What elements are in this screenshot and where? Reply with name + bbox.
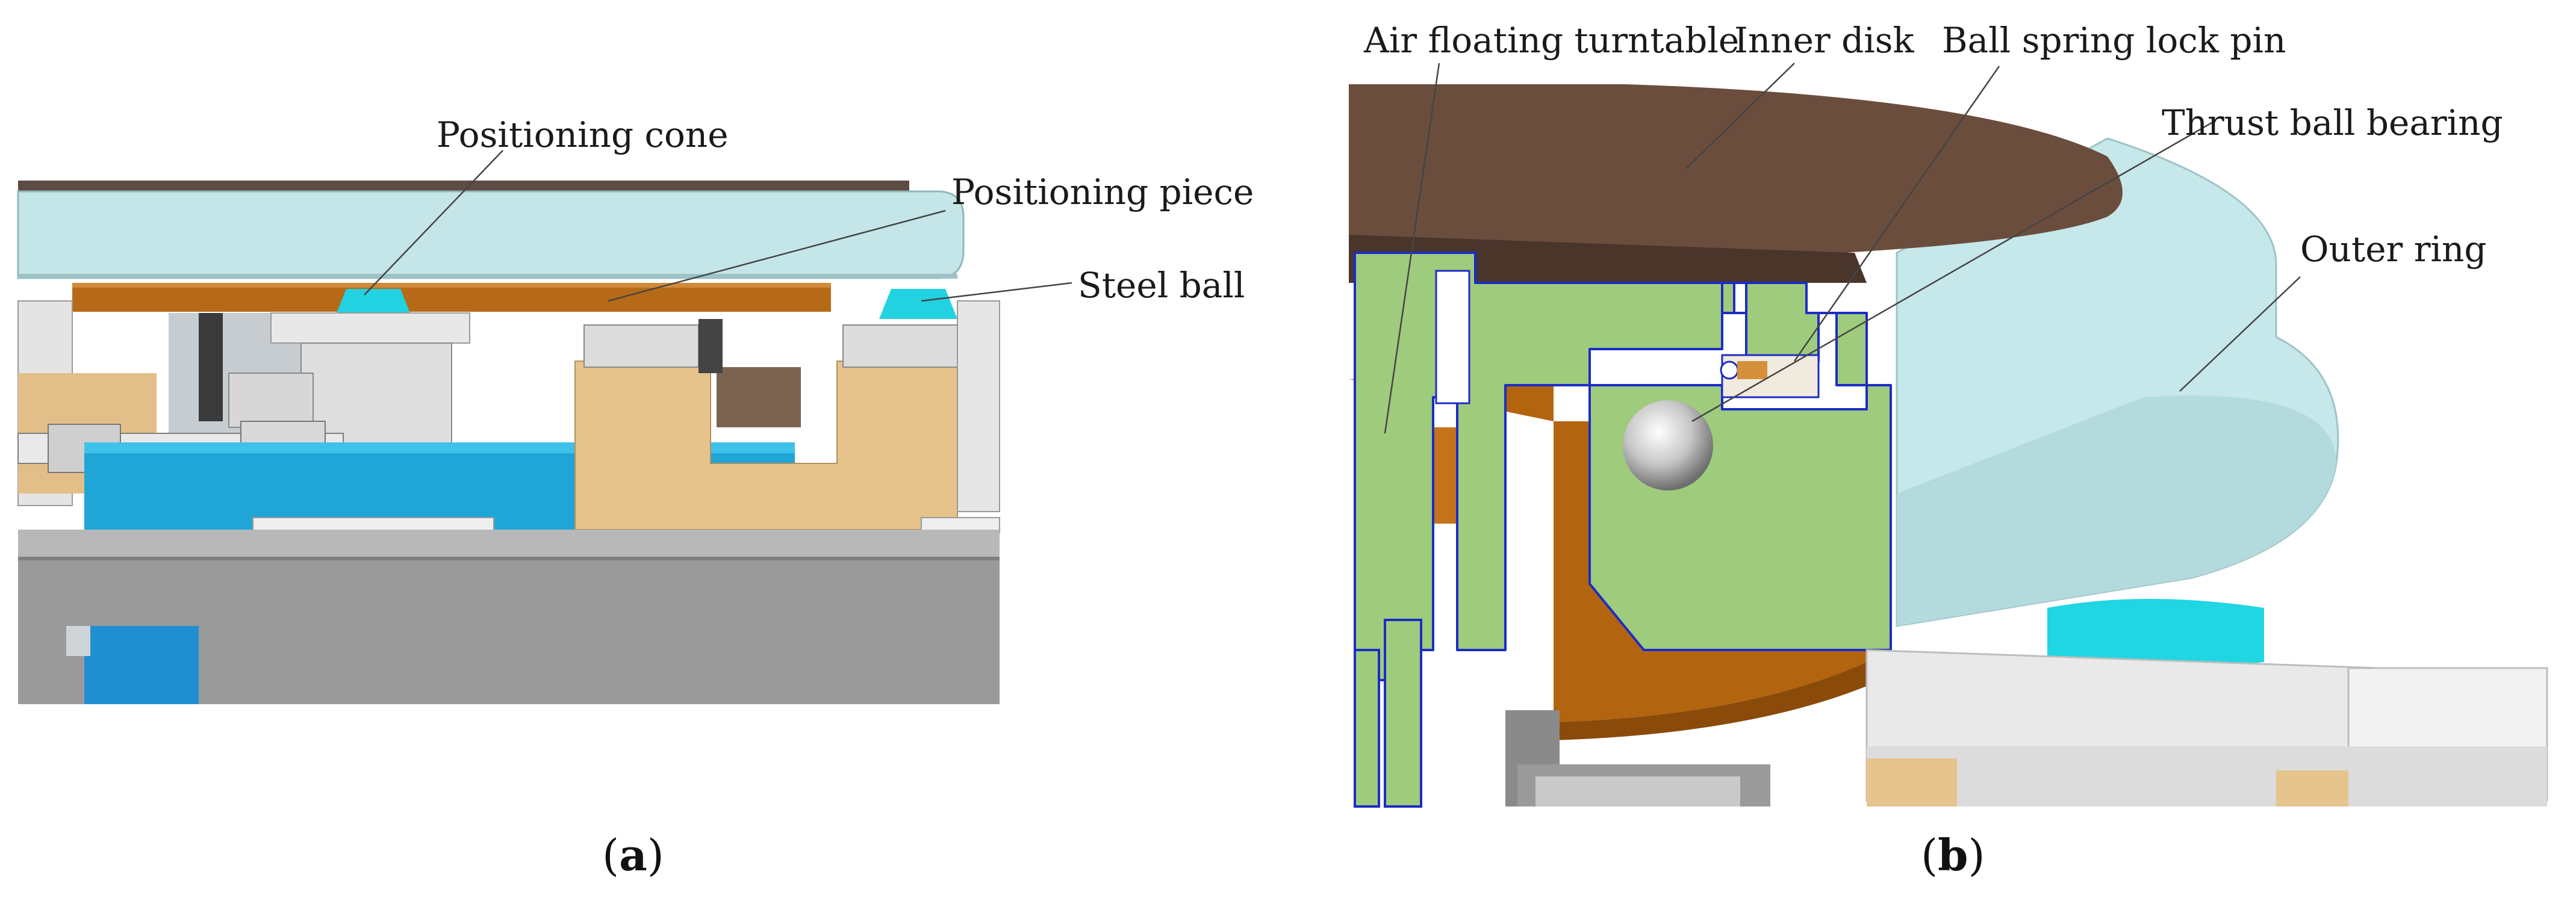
label-positioning-piece: Positioning piece bbox=[951, 172, 1254, 212]
label-steel-ball: Steel ball bbox=[1078, 265, 1245, 306]
leader-ball-spring-lock-pin bbox=[1793, 66, 2000, 362]
caption-panel-b-letter: b bbox=[1938, 829, 1968, 881]
caption-panel-a: (a) bbox=[602, 829, 664, 881]
label-air-floating-turntable: Air floating turntable bbox=[1364, 20, 1740, 61]
caption-panel-a-letter: a bbox=[619, 829, 647, 881]
panel-a-rendering bbox=[17, 175, 1000, 704]
leader-thrust-ball-bearing bbox=[1691, 119, 2217, 423]
panel-b-rendering bbox=[1349, 84, 2548, 808]
leader-steel-ball bbox=[921, 282, 1072, 302]
label-thrust-ball-bearing: Thrust ball bearing bbox=[2162, 102, 2503, 143]
leader-inner-disk bbox=[1685, 63, 1795, 169]
label-ball-spring-lock-pin: Ball spring lock pin bbox=[1942, 20, 2286, 61]
leader-positioning-cone bbox=[364, 150, 503, 296]
label-outer-ring: Outer ring bbox=[2300, 229, 2487, 270]
leader-positioning-piece bbox=[608, 209, 946, 302]
label-inner-disk: Inner disk bbox=[1734, 20, 1914, 61]
caption-panel-b: (b) bbox=[1921, 829, 1985, 881]
panel-b-leader-lines bbox=[1384, 63, 2301, 434]
leader-outer-ring bbox=[2179, 276, 2301, 392]
leader-air-floating-turntable bbox=[1384, 63, 1440, 434]
label-positioning-cone: Positioning cone bbox=[437, 114, 729, 155]
panel-a-leader-lines bbox=[364, 150, 1072, 302]
